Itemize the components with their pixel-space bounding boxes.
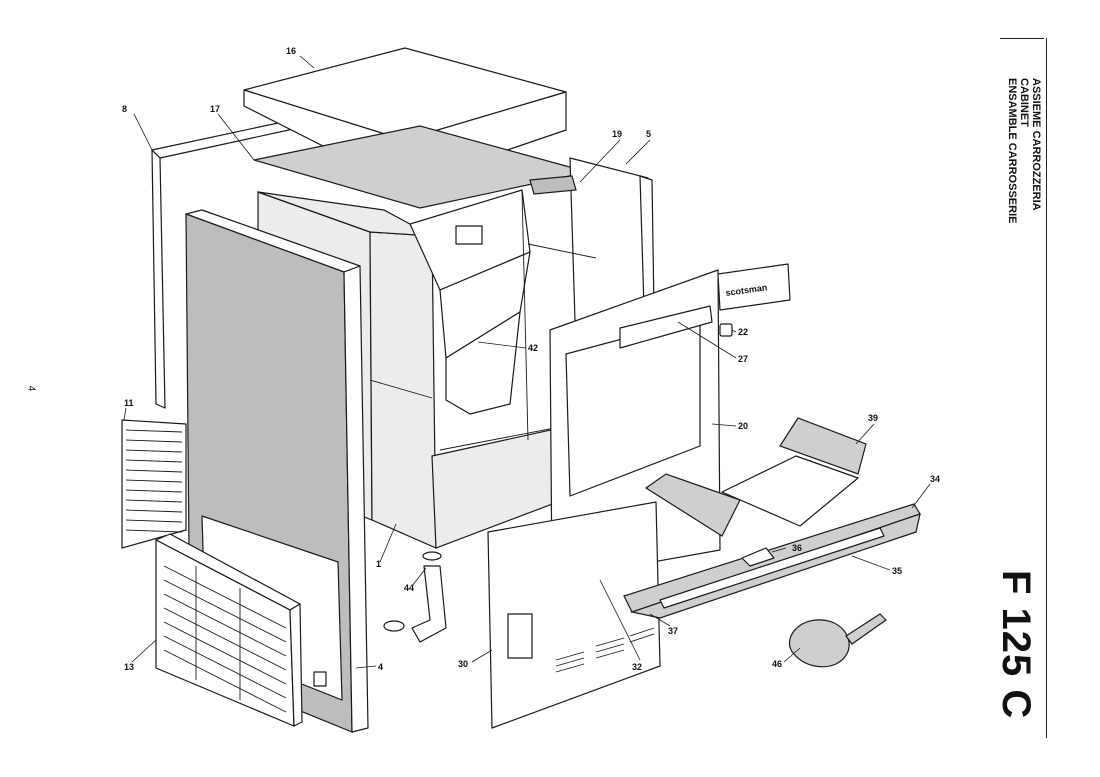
title-line-english: CABINET [1018,78,1030,127]
part-42-hopper [409,189,597,451]
callout-19: 19 [612,129,622,139]
callout-1: 1 [376,559,381,569]
callout-27: 27 [738,354,748,364]
part-30-lower-panel [487,501,661,729]
title-rule-top [1000,38,1044,39]
part-8-side-panel [151,119,299,409]
part-13-grille [155,533,303,727]
model-code: F 125 C [994,570,1038,720]
title-line-italian: ASSIEME CARROZZERIA [1030,78,1042,211]
callout-4: 4 [378,662,383,672]
title-line-french: ENSAMBLE CARROSSERIE [1006,78,1018,224]
callout-8: 8 [122,104,127,114]
callout-35: 35 [892,566,902,576]
callout-34: 34 [930,474,940,484]
callout-22: 22 [738,327,748,337]
callout-30: 30 [458,659,468,669]
part-22-knob [719,323,733,337]
page-number: 4 [25,385,37,392]
brand-plate: scotsman [717,263,791,311]
callout-17: 17 [210,104,220,114]
part-44-hose [383,551,447,643]
part-11-louvre [121,419,187,549]
callout-5: 5 [646,129,651,139]
part-19-bracket [529,175,577,195]
callout-37: 37 [668,626,678,636]
callout-46: 46 [772,659,782,669]
callout-11: 11 [124,398,134,408]
callout-44: 44 [404,583,414,593]
callout-32: 32 [632,662,642,672]
callout-16: 16 [286,46,296,56]
leader-lines [123,55,931,669]
callout-36: 36 [792,543,802,553]
part-46-scoop [788,613,887,668]
callout-39: 39 [868,413,878,423]
callout-13: 13 [124,662,134,672]
callout-42: 42 [528,343,538,353]
part-39-chute [644,417,867,537]
part-36-clip [741,547,775,567]
title-rule-side [1046,38,1047,738]
callout-labels: 16 8 17 19 5 22 27 42 20 39 34 36 35 37 … [122,46,940,672]
callout-20: 20 [738,421,748,431]
